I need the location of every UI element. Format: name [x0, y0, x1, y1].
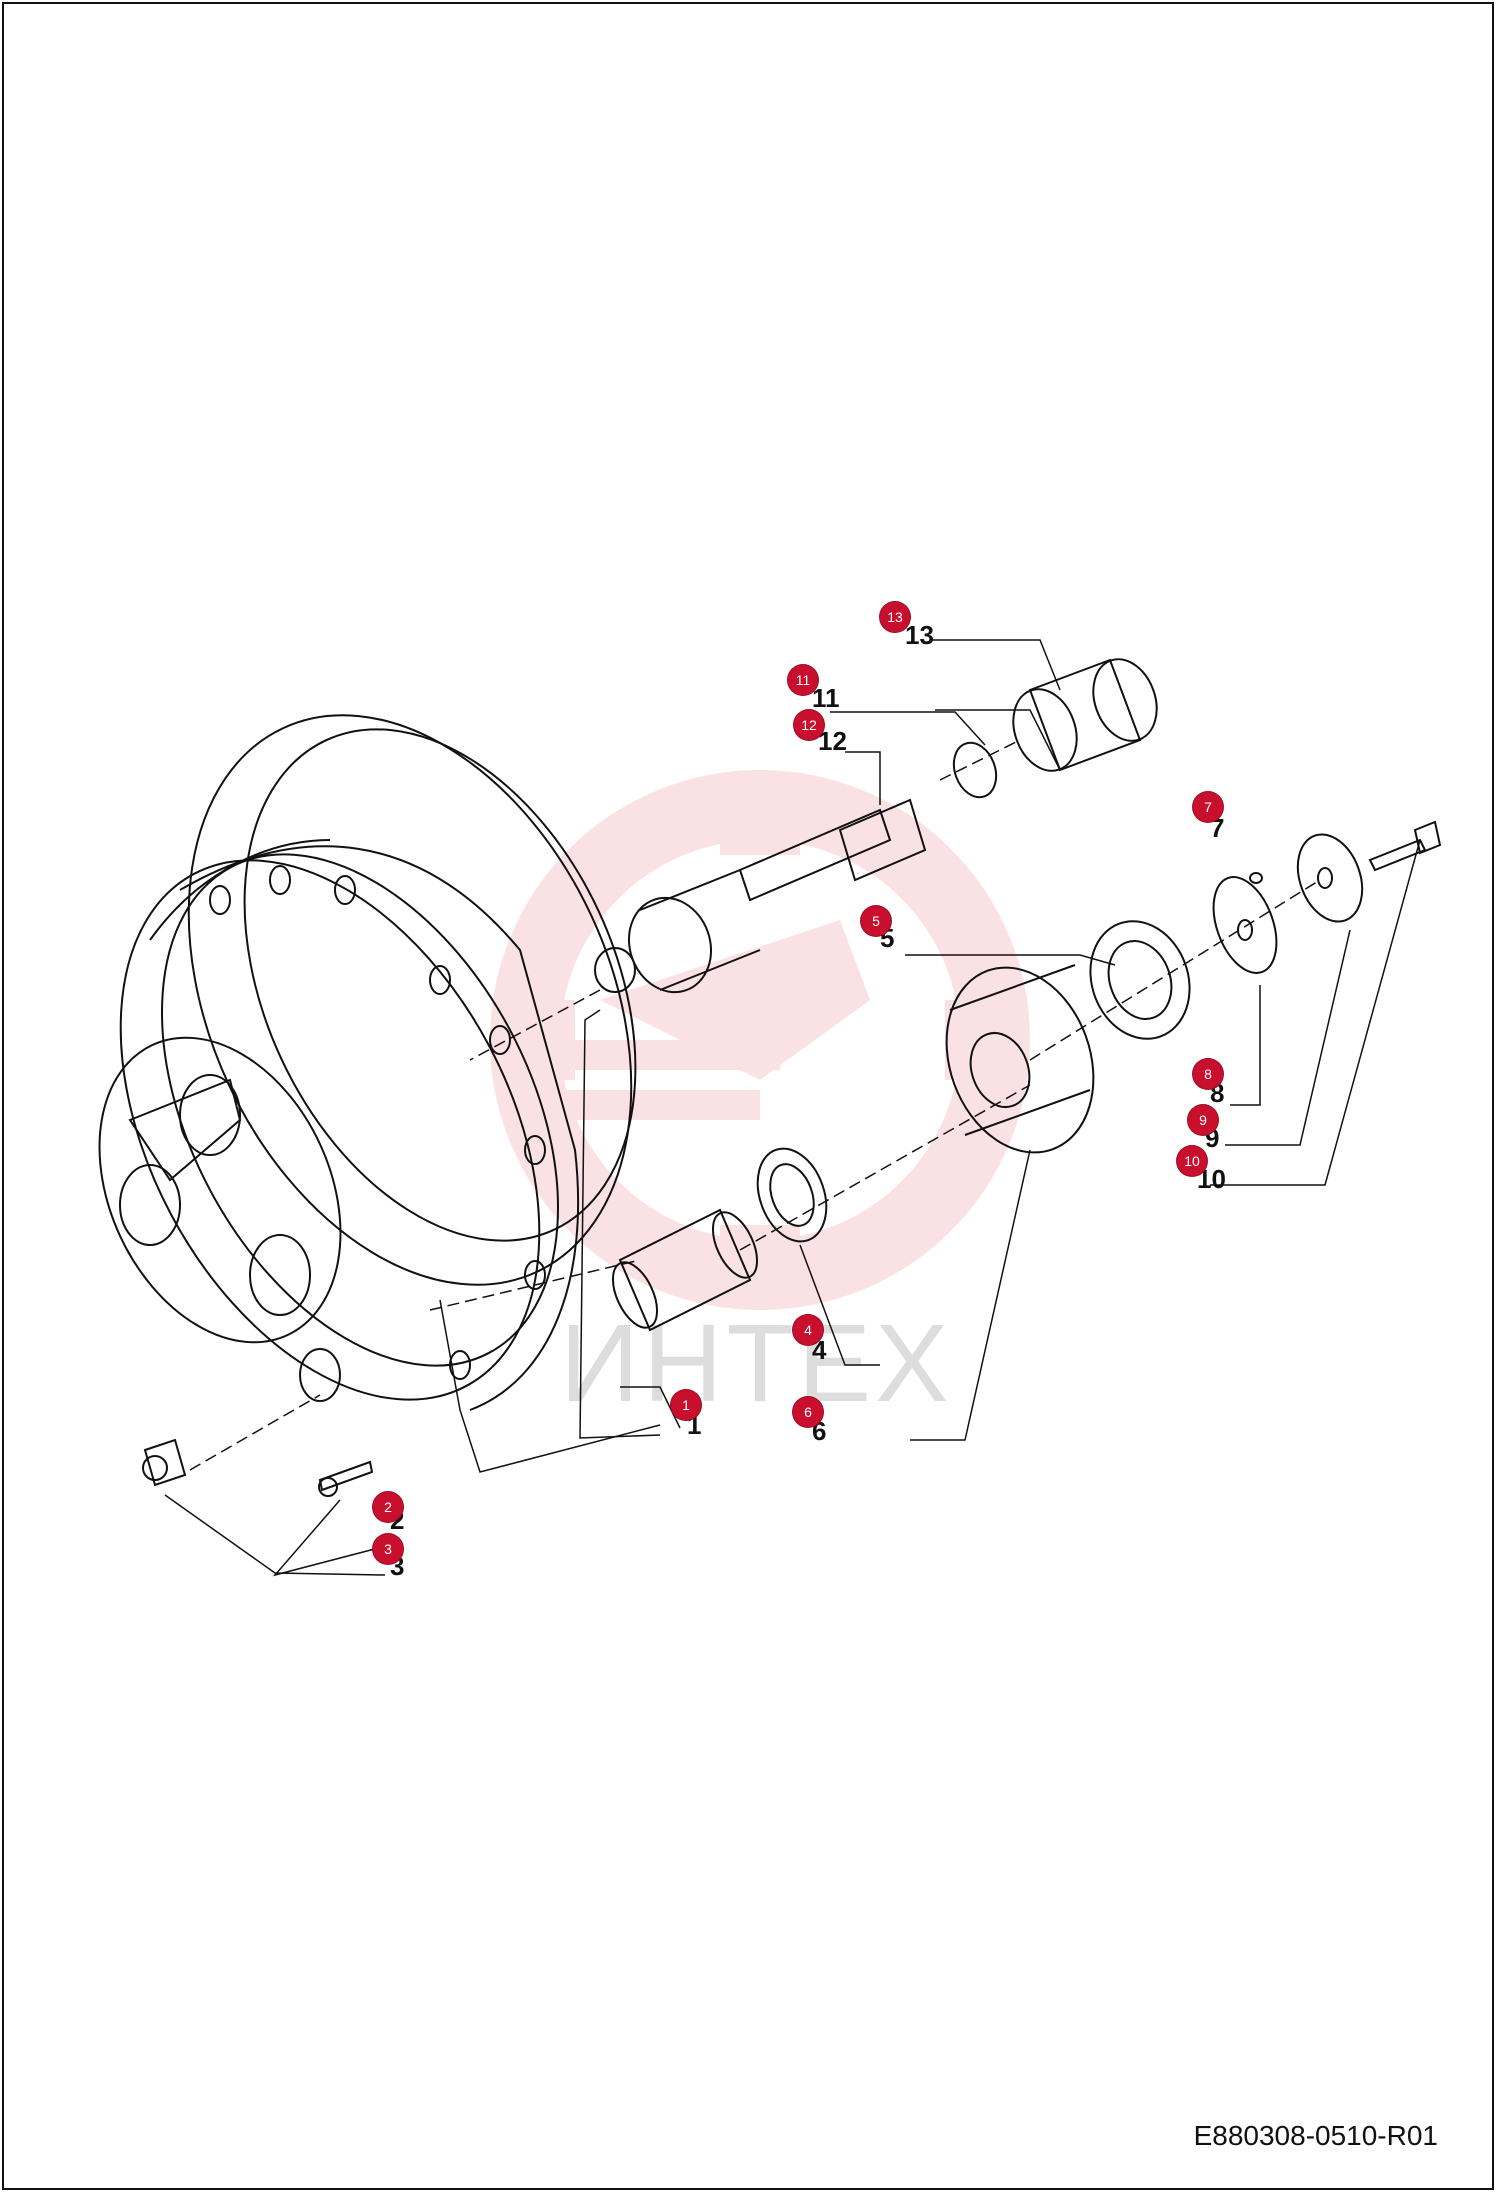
circlip: [952, 741, 998, 799]
pin: [611, 1208, 759, 1332]
hotspot-badge-3[interactable]: 3: [373, 1534, 403, 1564]
callout-number-7: 7: [1210, 813, 1225, 843]
callout-number-4: 4: [812, 1335, 827, 1365]
hotspot-badge-11[interactable]: 11: [788, 665, 818, 695]
hotspot-badge-10[interactable]: 10: [1177, 1146, 1207, 1176]
hotspot-badge-9[interactable]: 9: [1188, 1105, 1218, 1135]
watermark-text: ИНТЕХ: [560, 1302, 953, 1425]
leader-lines: [164, 639, 1421, 1577]
retaining-disc: [1212, 876, 1278, 974]
drain-plug: [142, 1438, 187, 1487]
hotspot-badge-8[interactable]: 8: [1193, 1059, 1223, 1089]
hotspot-badge-1[interactable]: 1: [671, 1390, 701, 1420]
hotspot-badge-12[interactable]: 12: [794, 710, 824, 740]
watermark-logo: [490, 770, 1030, 1310]
hotspot-badge-13[interactable]: 13: [880, 602, 910, 632]
coupling-sleeve: [1012, 658, 1158, 772]
thrust-washer: [756, 1147, 828, 1243]
hotspot-badge-2[interactable]: 2: [373, 1492, 403, 1522]
dowel-pin: [1249, 872, 1263, 884]
hotspot-badge-4[interactable]: 4: [793, 1315, 823, 1345]
planet-gear: [945, 964, 1095, 1154]
hotspot-badge-6[interactable]: 6: [793, 1397, 823, 1427]
drawing-code: E880308-0510-R01: [1193, 2120, 1438, 2151]
assembly-axes: [189, 739, 1321, 1471]
housing: [98, 714, 637, 1411]
hotspot-badge-5[interactable]: 5: [861, 906, 891, 936]
bolt: [1368, 820, 1442, 872]
needle-bearing: [1089, 920, 1191, 1040]
callout-number-13: 13: [905, 620, 934, 650]
callout-number-12: 12: [818, 726, 847, 756]
callout-number-11: 11: [812, 683, 840, 713]
flat-washer: [1296, 833, 1364, 923]
hotspot-badge-7[interactable]: 7: [1193, 792, 1223, 822]
countersunk-screw: [318, 1460, 374, 1497]
sun-gear-shaft: [594, 798, 927, 994]
